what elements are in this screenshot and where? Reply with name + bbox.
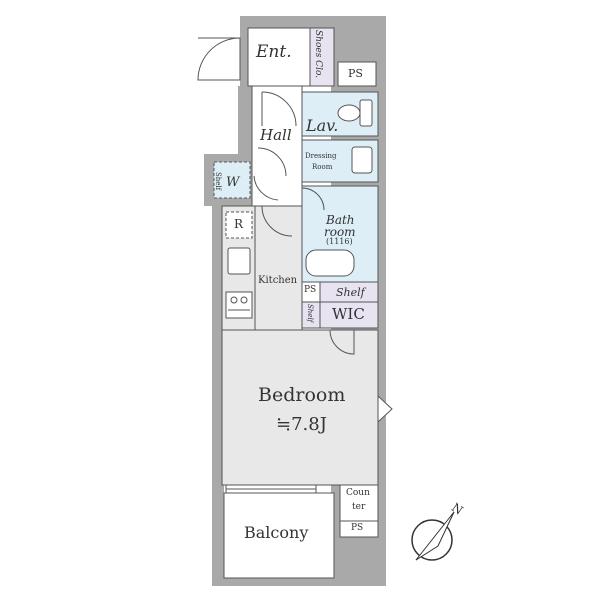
bathroom-label-1: Bath xyxy=(326,213,355,227)
hall-label: Hall xyxy=(260,126,292,144)
top-wall xyxy=(240,16,386,28)
entrance-left-wall xyxy=(240,16,248,86)
ps-bottom-box xyxy=(339,520,379,538)
bathtub xyxy=(305,249,355,277)
ps-top-box xyxy=(337,61,377,87)
ps-top-label: PS xyxy=(348,67,363,80)
entrance-door-swing xyxy=(197,37,241,81)
bathroom-size-label: (1116) xyxy=(326,237,353,246)
kitchen-door-swing xyxy=(261,205,293,237)
bedroom-window-marker xyxy=(377,394,393,424)
kitchen-sink xyxy=(227,247,251,275)
kitchen-label: Kitchen xyxy=(258,275,298,286)
ps-bottom-label: PS xyxy=(351,523,364,533)
stove xyxy=(225,291,253,319)
bedroom-size-label: ≒7.8J xyxy=(276,414,327,435)
balcony-left-wall xyxy=(212,485,224,586)
shoes-closet-floor xyxy=(309,27,335,87)
bath-door-swing xyxy=(301,187,325,211)
lavatory-label: Lav. xyxy=(306,116,339,135)
toilet-tank xyxy=(359,99,373,127)
refrigerator-label: R xyxy=(234,217,244,231)
hall-door-swing-1 xyxy=(261,91,297,127)
dressing-room-label-1: Dressing xyxy=(305,152,337,160)
hall-door-swing-3 xyxy=(253,175,279,201)
washer-box xyxy=(213,161,251,199)
bathroom-label-2: room xyxy=(324,225,356,239)
compass-rose xyxy=(411,511,455,561)
wic-label: WIC xyxy=(332,305,365,323)
wic-floor xyxy=(319,301,379,329)
ps-mid-label: PS xyxy=(304,285,317,295)
bottom-wall xyxy=(212,578,386,586)
shoes-closet-label: Shoes Clo. xyxy=(313,30,323,79)
refrigerator-box xyxy=(225,211,253,239)
washer-label: W xyxy=(226,175,240,190)
hall-left-wall xyxy=(238,86,252,156)
entrance-label: Ent. xyxy=(256,42,292,62)
hall-door-swing-2 xyxy=(257,147,287,177)
wic-door-swing xyxy=(329,329,355,355)
toilet-bowl xyxy=(337,104,361,122)
shelf-side-label: Shelf xyxy=(306,304,314,323)
counter-box xyxy=(339,484,379,522)
balcony-floor xyxy=(223,492,335,579)
dressing-sink xyxy=(351,146,373,174)
bedroom-label: Bedroom xyxy=(258,384,346,406)
left-wall xyxy=(212,205,222,485)
counter-label-2: ter xyxy=(352,502,366,512)
balcony-label: Balcony xyxy=(244,523,309,542)
shelf-mid-label: Shelf xyxy=(336,286,365,299)
dressing-room-label-2: Room xyxy=(312,163,333,171)
bedroom-floor xyxy=(221,329,379,486)
hall-floor xyxy=(251,85,303,207)
washer-shelf-label: Shelf xyxy=(214,172,222,191)
counter-label-1: Coun xyxy=(346,488,370,498)
